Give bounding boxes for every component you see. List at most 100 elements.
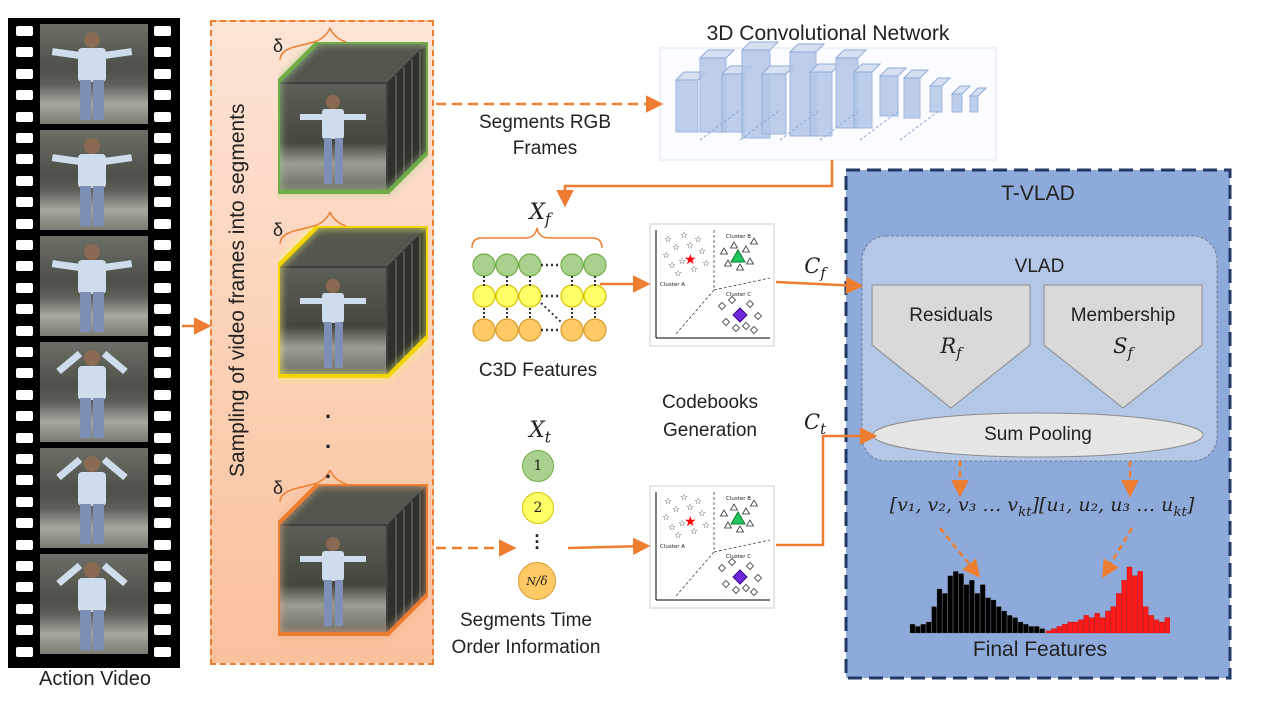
hist-bar-v <box>936 588 943 634</box>
node-last-den: δ <box>540 574 548 588</box>
cluster-b-center <box>730 511 746 525</box>
delta-brace <box>274 208 374 253</box>
film-hole <box>16 68 33 79</box>
film-hole <box>16 282 33 293</box>
cluster-c-point <box>745 299 755 309</box>
cluster-a-point: ☆ <box>674 531 682 541</box>
cf-main: C <box>804 254 821 278</box>
cluster-a-point: ☆ <box>662 513 670 523</box>
film-hole <box>16 411 33 422</box>
film-hole <box>154 603 171 614</box>
time-node-1: 1 <box>522 450 554 482</box>
cluster-a-point: ☆ <box>672 243 680 253</box>
cluster-a-point: ☆ <box>686 241 694 251</box>
film-hole <box>16 218 33 229</box>
film-frame <box>40 236 148 336</box>
film-hole <box>154 454 171 464</box>
feature-node <box>583 318 607 342</box>
cluster-c-point <box>721 317 731 327</box>
cluster-b-point <box>745 519 755 527</box>
film-hole <box>154 90 171 101</box>
arrow-cluster-to-sumpool <box>776 427 878 547</box>
rf-sub: f <box>956 345 962 363</box>
delta-brace <box>274 24 374 69</box>
hist-bar-v <box>990 599 997 634</box>
cluster-boundary <box>713 539 771 553</box>
hist-bar-u <box>1083 615 1089 634</box>
feature-node <box>560 284 584 308</box>
hist-bar-v <box>931 606 937 634</box>
film-hole <box>154 539 171 550</box>
cluster-a-point: ☆ <box>668 261 676 271</box>
hist-bar-v <box>947 575 953 634</box>
hist-bar-v <box>1007 615 1013 634</box>
cnn-layer <box>853 71 873 129</box>
hist-bar-u <box>1121 580 1127 634</box>
film-frame <box>40 342 148 442</box>
ellipsis-dot-2: . <box>534 527 540 547</box>
film-hole <box>16 603 33 614</box>
cluster-c-point <box>717 301 727 311</box>
film-hole <box>154 197 171 208</box>
cluster-a-point: ☆ <box>702 259 710 269</box>
cluster-a-point: ☆ <box>678 519 686 529</box>
cluster-a-point: ☆ <box>662 251 670 261</box>
hist-bar-v <box>963 584 970 634</box>
arrow-cluster-to-tvlad <box>775 276 864 295</box>
film-hole <box>154 240 171 250</box>
hist-bar-v <box>909 624 916 634</box>
cluster-a-point: ☆ <box>690 265 698 275</box>
feature-node <box>472 253 496 277</box>
cluster-a-point: ☆ <box>672 505 680 515</box>
cnn-layer-top <box>852 63 882 73</box>
cluster-a-point: ☆ <box>674 269 682 279</box>
cluster-c-point <box>741 583 751 593</box>
delta-label: δ <box>272 220 284 240</box>
cluster-a-point: ☆ <box>702 521 710 531</box>
cluster-c-center <box>732 307 748 323</box>
film-hole <box>16 625 33 636</box>
rf-label: Rf <box>872 334 1030 362</box>
film-hole <box>154 389 171 400</box>
hist-bar-u <box>1094 613 1100 634</box>
hist-bar-v <box>942 593 948 634</box>
arrows <box>182 95 1139 579</box>
feature-node <box>583 284 607 308</box>
hist-bar-u <box>1116 593 1122 634</box>
cnn-layer <box>903 77 921 119</box>
cnn-layer-top <box>740 41 780 51</box>
cluster-c-label: Cluster C <box>726 554 751 560</box>
cnn-layer-top <box>788 43 826 53</box>
film-hole <box>154 282 171 293</box>
feature-node <box>518 318 542 342</box>
xf-brace <box>471 227 603 249</box>
film-hole <box>16 561 33 571</box>
c3d-features-label: C3D Features <box>478 360 598 381</box>
rf-main: R <box>940 334 957 358</box>
film-hole <box>16 175 33 186</box>
cnn-layer <box>809 71 833 137</box>
cluster-a-point: ☆ <box>664 497 672 507</box>
film-hole <box>16 454 33 464</box>
v-sub: kt <box>1018 504 1032 520</box>
cluster-a-point: ☆ <box>668 523 676 533</box>
delta-label: δ <box>272 478 284 498</box>
film-caption: Action Video <box>39 668 151 690</box>
time-node-2: 2 <box>522 492 554 524</box>
cluster-b-label: Cluster B <box>726 234 751 240</box>
hist-bar-u <box>1132 575 1138 634</box>
film-hole <box>16 389 33 400</box>
hist-bar-u <box>1067 621 1073 634</box>
hist-bar-v <box>980 584 986 634</box>
cnn-layer-top <box>928 77 952 87</box>
u-sequence: ][u₁, u₂, u₃ … u <box>1031 494 1174 516</box>
feature-node <box>583 253 607 277</box>
cluster-c-point <box>721 579 731 589</box>
hist-bar-v <box>974 593 980 634</box>
cluster-c-point <box>717 563 727 573</box>
sf-main: S <box>1113 334 1128 358</box>
film-hole <box>16 475 33 486</box>
film-hole <box>16 539 33 550</box>
ct-sub: t <box>820 421 826 439</box>
cnn-title: 3D Convolutional Network <box>706 22 950 45</box>
